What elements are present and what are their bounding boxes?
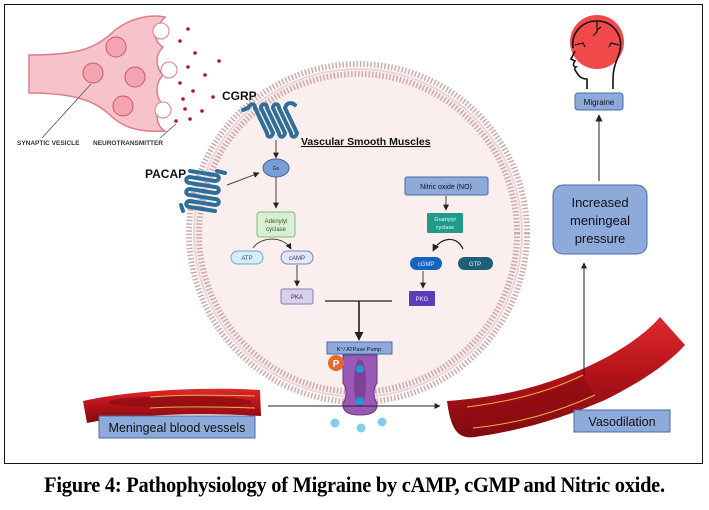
- atp-label: ATP: [241, 256, 252, 262]
- guanylyl-cyclase-label-1: Guanylyl: [434, 217, 455, 223]
- vascular-smooth-muscles-title: Vascular Smooth Muscles: [301, 136, 431, 148]
- camp-label: cAMP: [289, 256, 305, 262]
- camp-pill: [280, 250, 314, 265]
- vasodilation-label: Vasodilation: [588, 415, 655, 429]
- synaptic-vesicle-label: SYNAPTIC VESICLE: [17, 140, 80, 147]
- phosphate-label: P: [333, 359, 340, 370]
- phosphate-icon: [328, 355, 344, 371]
- atpase-pump: [342, 354, 378, 416]
- meningeal-blood-vessels-box: [98, 415, 256, 439]
- gs-label: Gs: [273, 166, 280, 172]
- increased-pressure-label-2: meningeal: [570, 213, 630, 228]
- gtp-pill: [458, 257, 493, 270]
- adenylyl-cyclase-label-1: Adenylyl: [265, 219, 288, 225]
- meningeal-blood-vessel: [83, 388, 261, 423]
- figure-frame: SYNAPTIC VESICLE NEUROTRANSMITTER CGRP P…: [4, 4, 703, 464]
- gtp-label: GTP: [469, 262, 481, 268]
- cgmp-label: cGMP: [418, 262, 435, 268]
- adenylyl-cyclase-label-2: cyclase: [266, 227, 287, 233]
- increased-pressure-label-1: Increased: [571, 195, 628, 210]
- neuron-terminal: [28, 15, 221, 139]
- pkg-label: PKG: [416, 297, 429, 303]
- neurotransmitter-label: NEUROTRANSMITTER: [93, 140, 163, 147]
- vasodilation-box: [573, 409, 671, 433]
- pacap-receptor: [179, 169, 227, 213]
- synaptic-vesicle: [82, 36, 146, 117]
- migraine-box: [574, 92, 624, 111]
- neurotransmitter-dots: [174, 27, 221, 123]
- pka-box: [280, 288, 314, 305]
- migraine-label: Migraine: [584, 98, 615, 107]
- increased-pressure-label-3: pressure: [575, 231, 626, 246]
- meningeal-blood-vessels-label: Meningeal blood vessels: [109, 421, 246, 435]
- pka-label: PKA: [291, 295, 303, 301]
- ion-dots: [330, 417, 387, 433]
- atpase-pump-label: K⁺/ ATPase Pump: [337, 346, 381, 353]
- guanylyl-cyclase-box: [427, 213, 463, 233]
- nitric-oxide-box: [404, 176, 489, 196]
- atpase-pump-box: [326, 341, 393, 355]
- migraine-head-icon: [569, 15, 624, 89]
- pacap-label: PACAP: [145, 167, 186, 181]
- dilated-blood-vessel: [447, 317, 685, 438]
- guanylyl-cyclase-label-2: cyclase: [436, 225, 454, 231]
- cgrp-receptor: [241, 101, 300, 139]
- cgmp-pill: [410, 257, 442, 270]
- cgrp-label: CGRP: [222, 89, 257, 103]
- increased-pressure-box: [552, 184, 648, 255]
- figure-caption: Figure 4: Pathophysiology of Migraine by…: [44, 472, 665, 497]
- pathway-diagram: SYNAPTIC VESICLE NEUROTRANSMITTER CGRP P…: [17, 15, 685, 439]
- nitric-oxide-label: Nitric oxide (NO): [420, 184, 472, 191]
- atp-pill: [230, 250, 264, 265]
- adenylyl-cyclase-box: [256, 211, 296, 238]
- pkg-box: [409, 291, 435, 306]
